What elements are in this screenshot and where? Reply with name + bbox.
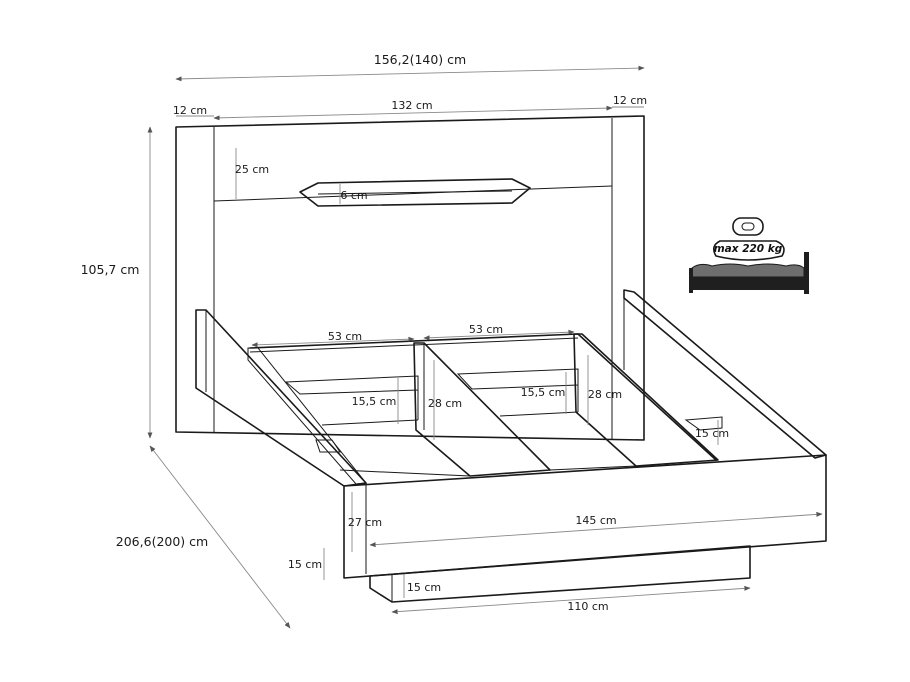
base-width-label: 110 cm [567, 600, 608, 613]
side-rail-right-label: 15 cm [695, 427, 729, 440]
length-label: 206,6(200) cm [116, 534, 208, 549]
divider-left-height-label: 28 cm [428, 397, 462, 410]
storage-compartments [249, 333, 719, 477]
handle-cutout [299, 178, 531, 207]
slot-right-label: 53 cm [469, 323, 503, 336]
max-load-label: max 220 kg [714, 243, 783, 255]
rail-right-height-label: 15,5 cm [521, 386, 566, 399]
dimension-lines [147, 65, 823, 629]
slot-left-label: 53 cm [328, 330, 362, 343]
divider-right-height-label: 28 cm [588, 388, 622, 401]
side-left-label: 12 cm [173, 104, 207, 117]
inner-length-label: 145 cm [575, 514, 616, 527]
base-height-label: 15 cm [407, 581, 441, 594]
handle-cutout-label: 6 cm [340, 189, 367, 202]
inner-width-label: 132 cm [391, 99, 432, 112]
max-load-icon [689, 217, 809, 294]
height-label: 105,7 cm [81, 262, 140, 277]
headboard-panel-label: 25 cm [235, 163, 269, 176]
rail-left-height-label: 15,5 cm [352, 395, 397, 408]
side-right-label: 12 cm [613, 94, 647, 107]
clearance-label: 15 cm [288, 558, 322, 571]
overall-width-label: 156,2(140) cm [374, 52, 466, 67]
frame-height-label: 27 cm [348, 516, 382, 529]
foot-panel [343, 454, 827, 579]
right-side-panel [623, 289, 827, 459]
